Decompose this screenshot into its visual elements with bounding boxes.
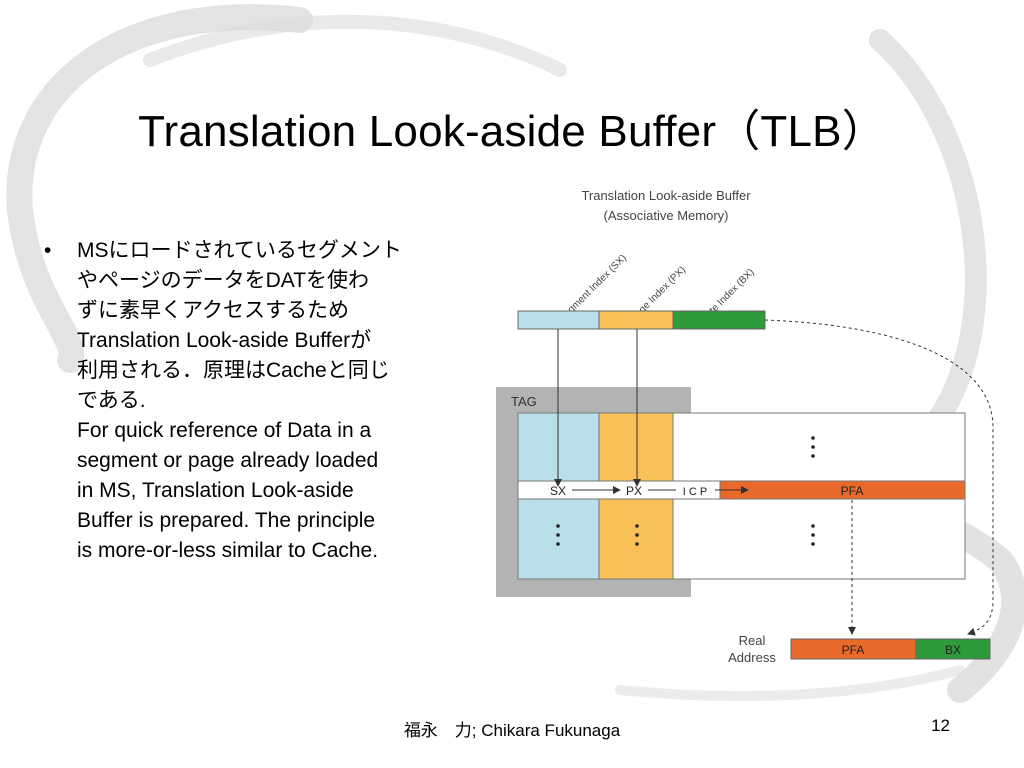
bullet-line: 利用される．原理はCacheと同じ [77, 359, 390, 382]
page-index-field [598, 310, 674, 330]
byte-index-field [672, 310, 766, 330]
real-address-label-line2: Address [728, 650, 776, 665]
footer-author: 福永 力; Chikara Fukunaga [403, 721, 621, 740]
real-address-label-line1: Real [739, 633, 766, 648]
bullet-line: in MS, Translation Look-aside [77, 479, 354, 502]
tlb-diagram: Translation Look-aside Buffer (Associati… [496, 188, 994, 665]
real-bx-label: BX [945, 643, 961, 657]
page-number: 12 [931, 716, 950, 735]
tag-label: TAG [511, 394, 537, 409]
bullet-line: For quick reference of Data in a [77, 419, 372, 442]
segment-index-field [517, 310, 600, 330]
real-pfa-label: PFA [842, 643, 865, 657]
bullet-line: Buffer is prepared. The principle [77, 509, 376, 532]
pfa-entry-label: PFA [841, 484, 864, 498]
bullet-line: やページのデータをDATを使わ [77, 269, 370, 292]
diagram-arrows [554, 319, 994, 636]
diagram-heading-line1: Translation Look-aside Buffer [581, 188, 751, 203]
bullet-line: is more-or-less similar to Cache. [77, 539, 379, 562]
slide-title: Translation Look-aside Buffer（TLB） [138, 107, 886, 156]
sx-entry-label: SX [550, 484, 566, 498]
bullet-line: Translation Look-aside Bufferが [77, 329, 372, 352]
bullet-line: である. [77, 389, 146, 412]
bullet-text: MSにロードされているセグメント やページのデータをDATを使わ ずに素早くアク… [77, 236, 467, 566]
bullet-line: ずに素早くアクセスするため [77, 299, 349, 322]
px-entry-label: PX [626, 484, 642, 498]
bullet-line: segment or page already loaded [77, 449, 379, 472]
icp-label: I C P [683, 486, 707, 498]
diagram-heading-line2: (Associative Memory) [604, 208, 729, 223]
ellipsis-dots [556, 436, 815, 546]
bullet-marker: • [44, 239, 52, 262]
real-bx-field [915, 638, 991, 660]
bullet-line: MSにロードされているセグメント [77, 239, 402, 262]
